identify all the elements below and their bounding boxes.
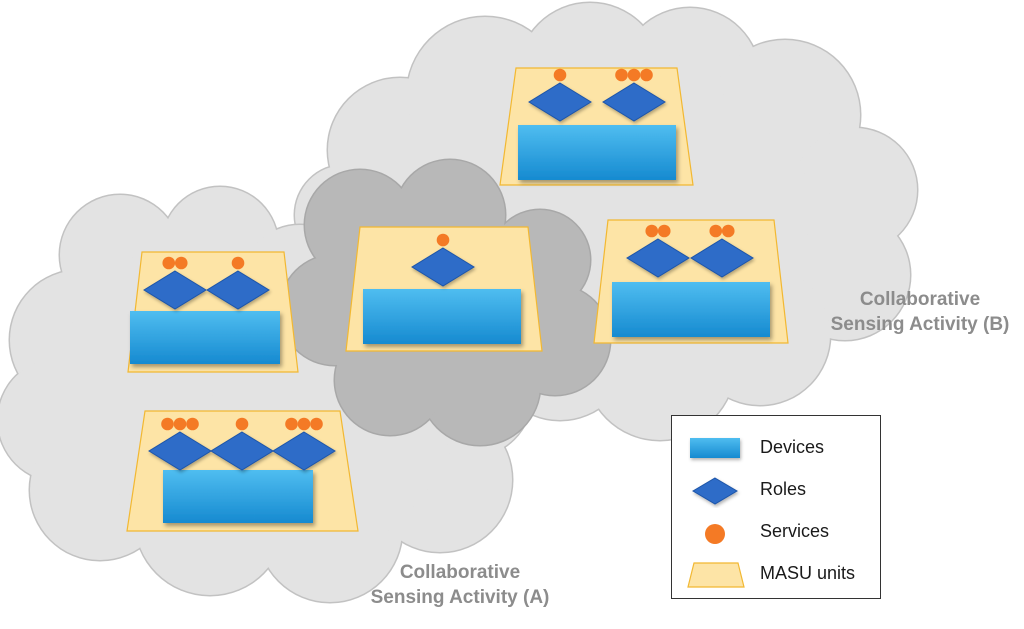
role-diamond [602,82,666,122]
legend-label-roles: Roles [760,479,807,499]
service-dot [173,417,187,431]
legend-row-roles: Roles [672,470,880,510]
service-dot [310,417,323,431]
service-dot [161,417,174,431]
service-dot [235,417,249,431]
service-dot [436,233,450,247]
cloud-b-label: Collaborative Sensing Activity (B) [800,287,1024,337]
cloud-b-label-line-2: Sensing Activity (B) [830,314,1010,335]
service-dot [721,224,735,238]
masu-unit-b-top [499,67,694,186]
service-dot [297,417,311,431]
cloud-a-label: Collaborative Sensing Activity (A) [340,560,580,610]
cloud-a-label-line-2: Sensing Activity (A) [370,587,550,608]
legend-label-masu: MASU units [760,563,856,583]
masu-unit-shared [345,226,543,352]
legend-label-services: Services [760,521,830,541]
cloud-b-label-line-1: Collaborative [859,289,981,310]
legend-row-devices: Devices [672,428,880,468]
masu-unit-icon [687,562,745,588]
device-box [130,311,280,364]
role-diamond [272,431,336,471]
device-box [612,282,770,337]
legend: Devices Roles Services MASU units [671,415,881,599]
masu-units-layer [126,67,789,532]
masu-unit-b-right [593,219,789,344]
service-dot [657,224,671,238]
role-diamond [148,431,212,471]
service-dot [709,224,723,238]
role-diamond [528,82,592,122]
device-box [518,125,676,180]
service-dot [615,68,628,82]
legend-row-masu: MASU units [672,554,880,594]
service-dot [162,256,176,270]
service-dot [627,68,641,82]
service-dot-icon [705,524,725,544]
role-diamond-icon [692,477,738,505]
role-diamond [206,270,270,310]
service-dot [174,256,188,270]
device-box [363,289,521,344]
legend-row-services: Services [672,512,880,552]
masu-unit-a-top [127,251,299,373]
service-dot [640,68,653,82]
role-diamond [690,238,754,278]
role-diamond [210,431,274,471]
legend-label-devices: Devices [760,437,825,457]
service-dot [186,417,199,431]
role-diamond [626,238,690,278]
service-dot [645,224,659,238]
service-dot [285,417,298,431]
role-diamond [143,270,207,310]
role-diamond [411,247,475,287]
device-swatch-icon [690,438,740,458]
service-dot [553,68,567,82]
device-box [163,470,313,523]
masu-unit-a-bottom [126,410,359,532]
service-dot [231,256,245,270]
cloud-a-label-line-1: Collaborative [399,562,521,583]
